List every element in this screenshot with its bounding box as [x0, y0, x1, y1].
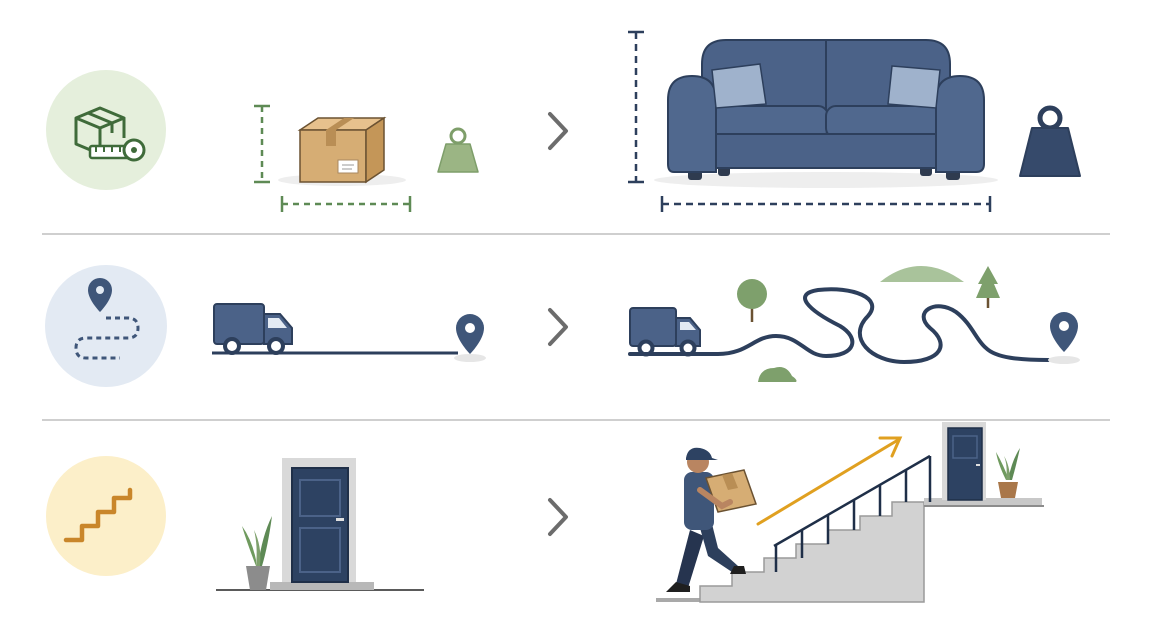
mover-cap: [686, 447, 718, 460]
delivery-truck-right: [629, 307, 701, 357]
sofa-pillow-left: [711, 63, 767, 109]
row-size-weight: [46, 30, 1081, 212]
pine-tree: [976, 266, 1000, 308]
front-door: [291, 467, 349, 583]
sofa-base: [689, 133, 961, 169]
delivery-truck-left: [213, 303, 293, 355]
row-distance-route: [45, 265, 1080, 387]
small-box-height-dimension: [254, 104, 270, 184]
mover-carrying-box: [666, 447, 757, 592]
bush: [758, 367, 797, 382]
destination-pin-left: [454, 314, 486, 362]
heavy-weight-icon: [1019, 105, 1081, 177]
box-side: [365, 116, 385, 184]
box-with-tape-measure-icon: [46, 70, 166, 190]
staircase-illustration: [656, 422, 1044, 603]
hill: [880, 266, 964, 282]
stair-railing: [773, 454, 932, 572]
potted-plant-right: [996, 448, 1020, 498]
mover-torso: [684, 472, 714, 530]
small-box-width-dimension: [280, 196, 412, 212]
long-winding-road: [628, 287, 1050, 365]
row-stairs-access: [46, 422, 1044, 603]
chevron-right-icon: [548, 498, 568, 536]
ground-level-door-illustration: [216, 458, 424, 591]
box-tape: [326, 118, 354, 130]
mover-front-leg: [700, 524, 738, 572]
map-pin-route-icon: [45, 265, 167, 387]
chevron-right-icon: [548, 308, 568, 346]
upward-arrow: [756, 436, 903, 526]
sofa-arm-right: [935, 74, 985, 173]
mover-arm: [697, 487, 733, 510]
sofa-arm-left: [667, 74, 717, 173]
chevron-right-icon: [548, 112, 568, 150]
sofa-height-dimension: [628, 30, 644, 184]
potted-plant-left: [242, 516, 272, 590]
small-box-illustration: [278, 116, 406, 186]
large-sofa-illustration: [654, 39, 998, 188]
round-tree: [737, 279, 767, 322]
light-weight-icon: [437, 127, 479, 173]
sofa-width-dimension: [660, 196, 992, 212]
mover-back-leg: [676, 530, 704, 588]
sofa-pillow-right: [887, 65, 941, 109]
destination-pin-right: [1048, 312, 1080, 364]
box-label: [337, 159, 359, 174]
scenery: [737, 266, 1000, 382]
stairs-icon: [46, 456, 166, 576]
